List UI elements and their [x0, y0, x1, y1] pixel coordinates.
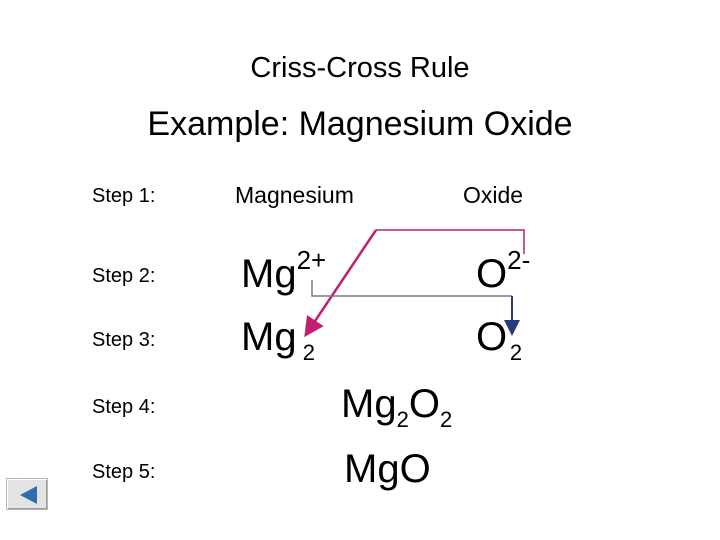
formula-subscript-2: 2	[439, 407, 453, 432]
cation-charge: 2+	[296, 245, 327, 275]
back-button[interactable]	[6, 478, 48, 510]
formula-element-2: O	[408, 382, 440, 426]
cation-with-subscript: Mg 2	[241, 317, 315, 364]
anion-name: Oxide	[463, 182, 524, 208]
cation-with-charge: Mg2+	[241, 247, 326, 296]
cation-charge-connector	[311, 280, 512, 297]
intermediate-formula: Mg2O2	[341, 382, 452, 431]
anion-symbol: O	[476, 252, 508, 296]
anion-charge-connector	[376, 229, 525, 254]
cation-symbol: Mg	[241, 252, 297, 296]
step-2-label: Step 2:	[92, 265, 156, 287]
anion-to-cation-arrow	[304, 229, 378, 338]
cation-subscript: 2	[302, 340, 315, 365]
step-3-label: Step 3:	[92, 329, 156, 351]
back-arrow-shape	[20, 486, 37, 504]
final-formula: MgO	[344, 447, 431, 491]
formula-element-1: Mg	[341, 382, 397, 426]
anion-subscript: 2	[509, 340, 523, 365]
cation-symbol-step3: Mg	[241, 315, 297, 359]
back-arrow-icon	[20, 486, 37, 504]
step-5-label: Step 5:	[92, 461, 156, 483]
step-1-label: Step 1:	[92, 185, 156, 207]
slide-subtitle: Example: Magnesium Oxide	[147, 105, 573, 143]
cation-name: Magnesium	[235, 182, 354, 208]
anion-symbol-step3: O	[476, 315, 508, 359]
anion-with-subscript: O 2	[476, 315, 523, 365]
step-4-label: Step 4:	[92, 396, 156, 418]
slide-title: Criss-Cross Rule	[250, 52, 470, 84]
formula-subscript-1: 2	[396, 407, 409, 432]
